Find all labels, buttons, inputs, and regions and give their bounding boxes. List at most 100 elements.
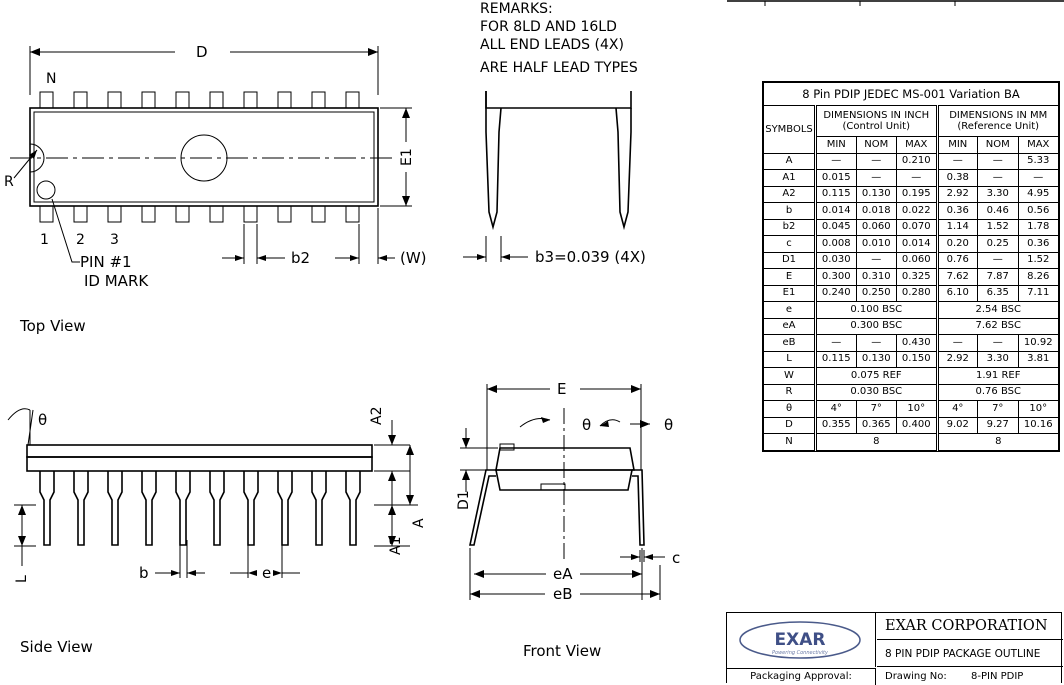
table-cell: — bbox=[855, 334, 897, 352]
pin-number-3: 3 bbox=[110, 232, 119, 248]
pin-number-1: 1 bbox=[40, 232, 49, 248]
dim-label-c: c bbox=[672, 549, 680, 567]
col-inch-max: MAX bbox=[896, 136, 938, 154]
table-cell: 0.355 bbox=[815, 416, 857, 434]
table-cell: 0.365 bbox=[855, 416, 897, 434]
table-cell: 0.008 bbox=[815, 235, 857, 253]
table-title: 8 Pin PDIP JEDEC MS-001 Variation BA bbox=[763, 82, 1059, 106]
table-cell: 0.030 BSC bbox=[815, 383, 938, 401]
table-cell: 1.52 bbox=[977, 218, 1019, 236]
table-symbol-cell: c bbox=[763, 235, 817, 253]
table-cell: 3.30 bbox=[977, 350, 1019, 368]
side-theta-label: θ bbox=[38, 411, 47, 429]
table-cell: 0.100 BSC bbox=[815, 301, 938, 319]
table-cell: — bbox=[896, 169, 938, 187]
table-symbol-cell: eB bbox=[763, 334, 817, 352]
dim-label-e: e bbox=[262, 564, 271, 582]
table-symbol-cell: L bbox=[763, 350, 817, 368]
side-lead bbox=[141, 471, 157, 546]
table-cell: 10° bbox=[1017, 400, 1059, 418]
table-symbol-cell: D bbox=[763, 416, 817, 434]
table-cell: 0.25 bbox=[977, 235, 1019, 253]
remarks-line-3: ALL END LEADS (4X) bbox=[480, 37, 624, 53]
dim-label-A: A bbox=[411, 518, 427, 528]
table-cell: — bbox=[977, 152, 1019, 170]
side-lead bbox=[243, 471, 259, 546]
table-cell: 0.56 bbox=[1017, 202, 1059, 220]
dim-label-b3: b3=0.039 (4X) bbox=[535, 248, 646, 266]
table-cell: 0.325 bbox=[896, 268, 938, 286]
table-cell: 6.35 bbox=[977, 284, 1019, 302]
table-cell: — bbox=[977, 334, 1019, 352]
company-name: EXAR CORPORATION bbox=[877, 613, 1063, 640]
remarks: REMARKS: FOR 8LD AND 16LD ALL END LEADS … bbox=[480, 1, 638, 76]
side-lead bbox=[345, 471, 361, 546]
table-cell: — bbox=[977, 251, 1019, 269]
table-cell: 7.62 bbox=[935, 268, 978, 286]
exar-logo: EXAR Powering Connectivity bbox=[739, 621, 861, 659]
table-cell: 7.11 bbox=[1017, 284, 1059, 302]
table-cell: 0.150 bbox=[896, 350, 938, 368]
table-cell: 0.070 bbox=[896, 218, 938, 236]
top-pins-lower bbox=[39, 205, 360, 223]
dim-label-b2: b2 bbox=[291, 249, 310, 267]
table-symbol-cell: E bbox=[763, 268, 817, 286]
table-cell: — bbox=[935, 334, 978, 352]
packaging-approval: Packaging Approval: bbox=[727, 668, 876, 685]
side-lead bbox=[311, 471, 327, 546]
end-lead-view: b3=0.039 (4X) bbox=[463, 91, 646, 266]
table-cell: 0.014 bbox=[815, 202, 857, 220]
table-cell: — bbox=[815, 334, 857, 352]
table-cell: 0.060 bbox=[855, 218, 897, 236]
dim-label-D: D bbox=[196, 43, 208, 61]
table-cell: 0.115 bbox=[815, 185, 857, 203]
table-cell: 0.76 bbox=[935, 251, 978, 269]
table-cell: 0.014 bbox=[896, 235, 938, 253]
dim-label-eB: eB bbox=[553, 585, 573, 603]
pin-id-label-1: PIN #1 bbox=[80, 253, 132, 271]
table-symbols-header: SYMBOLS bbox=[763, 105, 817, 154]
table-cell: 1.52 bbox=[1017, 251, 1059, 269]
table-cell: 0.022 bbox=[896, 202, 938, 220]
table-symbol-cell: A2 bbox=[763, 185, 817, 203]
table-cell: 1.14 bbox=[935, 218, 978, 236]
table-cell: 2.92 bbox=[935, 350, 978, 368]
table-cell: 7.62 BSC bbox=[935, 317, 1059, 335]
table-cell: 7.87 bbox=[977, 268, 1019, 286]
table-cell: 0.015 bbox=[815, 169, 857, 187]
side-view: θ A2 A A1 L bbox=[7, 407, 427, 656]
table-cell: 0.76 BSC bbox=[935, 383, 1059, 401]
package-outline-title: 8 PIN PDIP PACKAGE OUTLINE bbox=[877, 641, 1063, 667]
front-theta-label-1: θ bbox=[582, 416, 591, 434]
table-cell: 8 bbox=[815, 433, 938, 451]
table-symbol-cell: b bbox=[763, 202, 817, 220]
table-cell: 1.91 REF bbox=[935, 367, 1059, 385]
table-cell: 0.018 bbox=[855, 202, 897, 220]
table-cell: 0.115 bbox=[815, 350, 857, 368]
table-cell: 0.46 bbox=[977, 202, 1019, 220]
table-cell: 4° bbox=[815, 400, 857, 418]
table-cell: 0.210 bbox=[896, 152, 938, 170]
side-lead bbox=[39, 471, 55, 546]
svg-text:Powering Connectivity: Powering Connectivity bbox=[772, 650, 829, 656]
front-view: E θ θ D1 c bbox=[456, 380, 680, 660]
table-cell: 1.78 bbox=[1017, 218, 1059, 236]
table-symbol-cell: R bbox=[763, 383, 817, 401]
table-cell: 9.02 bbox=[935, 416, 978, 434]
table-symbol-cell: eA bbox=[763, 317, 817, 335]
drawing-no-value: 8-PIN PDIP bbox=[971, 671, 1024, 682]
table-cell: 7° bbox=[977, 400, 1019, 418]
label-N: N bbox=[46, 71, 56, 87]
table-symbol-cell: A1 bbox=[763, 169, 817, 187]
table-cell: 0.130 bbox=[855, 350, 897, 368]
